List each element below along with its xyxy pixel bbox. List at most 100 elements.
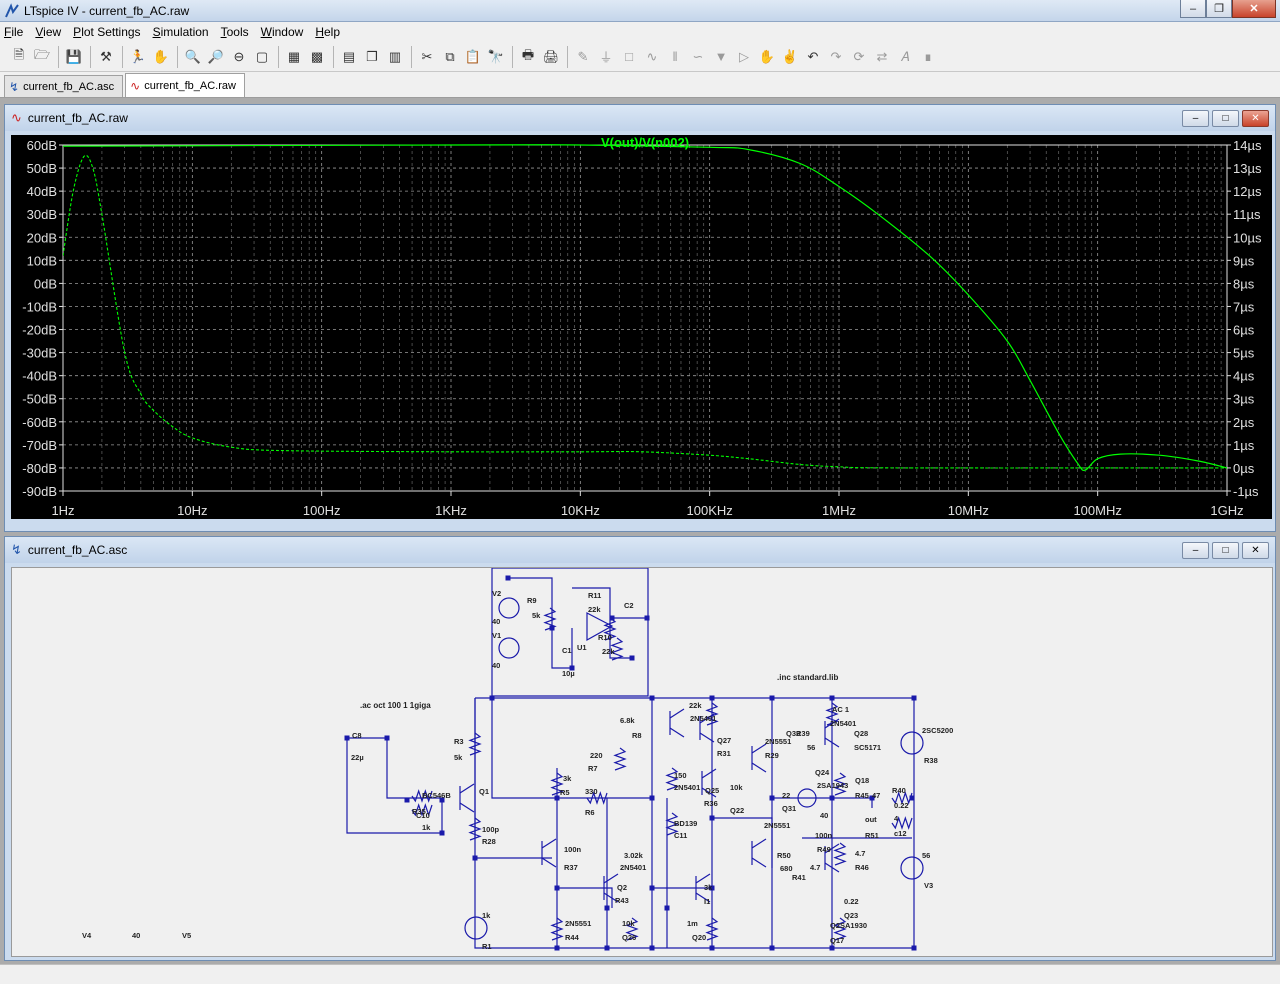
resistor-symbol xyxy=(891,816,913,830)
component-label: 2N5401 xyxy=(620,863,646,872)
menu-item-window[interactable]: Window xyxy=(260,25,304,39)
menu-item-help[interactable]: Help xyxy=(315,25,340,39)
component-label: 2N5551 xyxy=(565,919,591,928)
y-left-tick-label: -70dB xyxy=(22,438,57,453)
component-label: 4.7 xyxy=(810,863,820,872)
junction-dot xyxy=(644,615,650,621)
resistor-symbol xyxy=(833,842,847,866)
component-icon[interactable]: ▷ xyxy=(739,48,749,64)
text-icon[interactable]: 𝐴 xyxy=(900,48,910,64)
open-schematic-icon[interactable]: 🗎 xyxy=(13,46,25,62)
tile-horizontal-icon[interactable]: ▤ xyxy=(342,48,356,64)
y-left-tick-label: 60dB xyxy=(27,138,57,153)
autorange-icon[interactable]: ▦ xyxy=(287,48,301,64)
copy-icon[interactable]: ⧉ xyxy=(445,48,455,64)
tab-waveform[interactable]: ∿current_fb_AC.raw xyxy=(125,73,245,97)
schematic-window-title: current_fb_AC.asc xyxy=(27,543,128,557)
open-folder-icon[interactable]: 🗁 xyxy=(33,46,51,62)
print-icon[interactable]: 🖨 xyxy=(542,48,560,64)
mirror-icon[interactable]: ⇄ xyxy=(876,48,888,64)
menu-item-view[interactable]: View xyxy=(35,25,62,39)
waveform-icon: ∿ xyxy=(130,78,141,93)
run-icon[interactable]: 🏃 xyxy=(129,48,147,64)
component-label: Q26 xyxy=(622,933,636,942)
junction-dot xyxy=(829,695,835,701)
toolbar-separator xyxy=(333,45,334,68)
component-label: R40 xyxy=(892,786,906,795)
y-left-tick-label: -40dB xyxy=(22,369,57,384)
component-label: R9 xyxy=(527,596,537,605)
diode-icon[interactable]: ▼ xyxy=(714,49,728,64)
component-label: 2N5551 xyxy=(765,737,791,746)
find-icon[interactable]: 🔭 xyxy=(487,48,505,64)
print-preview-icon[interactable]: 🖶 xyxy=(521,46,535,62)
wire xyxy=(491,698,652,799)
spice-directive-icon[interactable]: ∎ xyxy=(923,48,933,64)
component-label: 2N5401 xyxy=(674,783,700,792)
minimize-button[interactable]: – xyxy=(1180,0,1206,18)
ground-icon[interactable]: ⏚ xyxy=(599,50,613,65)
grid-icon[interactable]: ▩ xyxy=(310,48,324,64)
y-right-tick-label: 0µs xyxy=(1233,461,1255,476)
rotate-icon[interactable]: ⟳ xyxy=(853,48,865,64)
resistor-symbol xyxy=(411,789,433,803)
resistor-symbol xyxy=(550,772,564,796)
component-label: SC5171 xyxy=(854,743,881,752)
component-label: R50 xyxy=(777,851,791,860)
zoom-fit-icon[interactable]: ▢ xyxy=(255,48,269,64)
cascade-icon[interactable]: ❐ xyxy=(366,48,378,64)
schematic-maximize-button[interactable]: □ xyxy=(1212,542,1239,559)
schematic-minimize-button[interactable]: – xyxy=(1182,542,1209,559)
tile-vertical-icon[interactable]: ▥ xyxy=(388,48,402,64)
component-label: 40 xyxy=(492,661,500,670)
undo-icon[interactable]: ↶ xyxy=(807,48,819,64)
resistor-symbol xyxy=(705,917,719,941)
component-label: R31 xyxy=(717,749,731,758)
close-button[interactable]: ✕ xyxy=(1232,0,1276,18)
zoom-pan-icon[interactable]: 🔎 xyxy=(207,48,225,64)
component-label: V3 xyxy=(924,881,933,890)
tab-schematic[interactable]: ↯current_fb_AC.asc xyxy=(4,75,124,97)
save-icon[interactable]: 💾 xyxy=(65,48,83,64)
component-label: 0.22 xyxy=(894,801,909,810)
zoom-in-icon[interactable]: 🔍 xyxy=(184,48,202,64)
component-label: 10µ xyxy=(562,669,575,678)
junction-dot xyxy=(769,795,775,801)
plot-minimize-button[interactable]: – xyxy=(1182,110,1209,127)
pan-hand-icon[interactable]: ✋ xyxy=(152,48,170,64)
x-tick-label: 10MHz xyxy=(948,503,989,518)
component-label: 5k xyxy=(454,753,463,762)
plot-close-button[interactable]: ✕ xyxy=(1242,110,1269,127)
schematic-close-button[interactable]: ✕ xyxy=(1242,542,1269,559)
restore-button[interactable]: ❐ xyxy=(1206,0,1232,18)
cut-icon[interactable]: ✂ xyxy=(421,48,433,64)
menu-item-simulation[interactable]: Simulation xyxy=(152,25,209,39)
control-panel-icon[interactable]: ⚒ xyxy=(100,48,112,64)
component-label: R11 xyxy=(588,591,601,600)
zoom-out-icon[interactable]: ⊖ xyxy=(233,48,245,64)
capacitor-icon[interactable]: ‖ xyxy=(672,49,678,64)
menu-item-plot-settings[interactable]: Plot Settings xyxy=(73,25,141,39)
plot-maximize-button[interactable]: □ xyxy=(1212,110,1239,127)
toolbar-separator xyxy=(58,45,59,68)
drag-icon[interactable]: ✌ xyxy=(781,48,799,64)
resistor-symbol xyxy=(543,607,557,631)
component-label: 1k xyxy=(422,823,431,832)
redo-icon[interactable]: ↷ xyxy=(830,48,842,64)
move-icon[interactable]: ✋ xyxy=(758,48,776,64)
label-net-icon[interactable]: □ xyxy=(625,49,633,64)
resistor-icon[interactable]: ∿ xyxy=(646,48,658,64)
wire-icon[interactable]: ✎ xyxy=(577,48,589,64)
component-label: 100n xyxy=(564,845,582,854)
component-label: R38 xyxy=(924,756,938,765)
paste-icon[interactable]: 📋 xyxy=(464,48,482,64)
component-label: R6 xyxy=(585,808,595,817)
menu-item-tools[interactable]: Tools xyxy=(220,25,249,39)
component-label: 47 xyxy=(872,791,880,800)
inductor-icon[interactable]: ∽ xyxy=(692,48,704,64)
menu-item-file[interactable]: File xyxy=(4,25,24,39)
